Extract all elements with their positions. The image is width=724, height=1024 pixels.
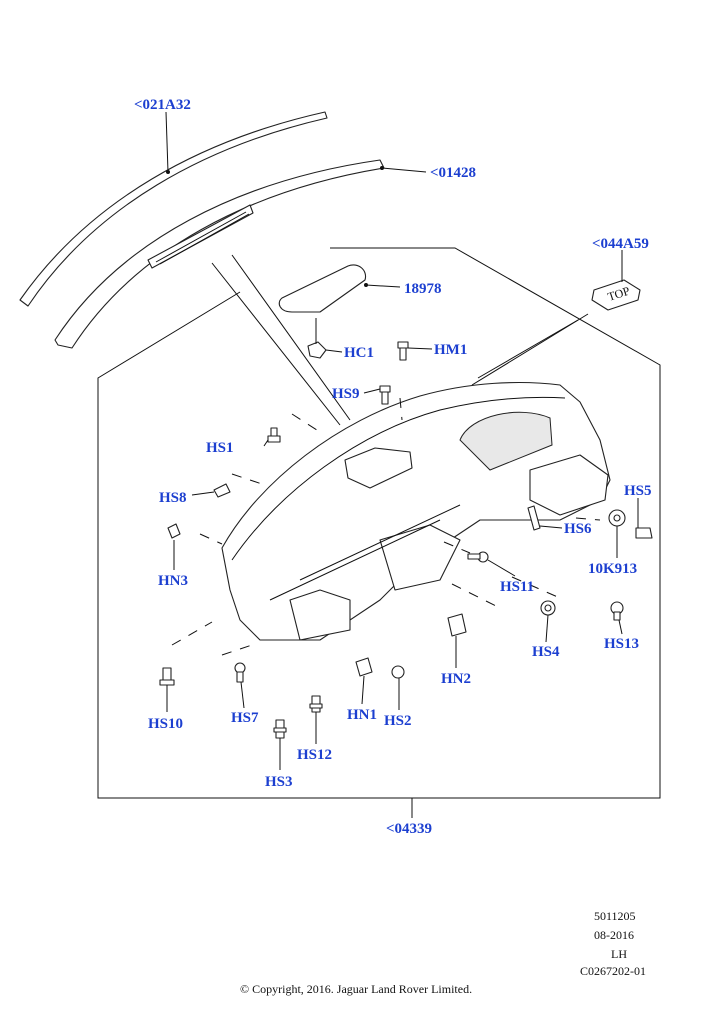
- leader-line: [407, 347, 433, 350]
- clip-hc1[interactable]: [307, 341, 327, 359]
- bolt-hs7[interactable]: [234, 662, 246, 683]
- leader-line: [545, 614, 549, 643]
- bolt-hs13[interactable]: [610, 601, 624, 621]
- assembly-dash-line: [443, 541, 471, 554]
- top-tag-text: TOP: [606, 284, 632, 304]
- callout-04339[interactable]: <04339: [386, 821, 432, 837]
- copyright-text: © Copyright, 2016. Jaguar Land Rover Lim…: [240, 982, 472, 996]
- callout-021A32[interactable]: <021A32: [134, 97, 191, 113]
- leader-dot: [380, 166, 384, 170]
- leader-dot: [166, 170, 170, 174]
- callout-hs7[interactable]: HS7: [231, 710, 259, 726]
- assembly-dash-line: [451, 583, 501, 609]
- defroster-vent-panel[interactable]: [54, 159, 385, 349]
- leader-line: [487, 559, 516, 577]
- ref-line-4: C0267202-01: [580, 964, 646, 978]
- bolt-hs10[interactable]: [159, 667, 175, 686]
- callout-hs12[interactable]: HS12: [297, 747, 332, 763]
- bolt-hs12[interactable]: [309, 695, 323, 713]
- leader-line: [263, 439, 269, 447]
- sensor-cover-top[interactable]: TOP: [591, 279, 641, 311]
- nut-hn2[interactable]: [447, 613, 467, 637]
- bolt-hs1[interactable]: [267, 427, 281, 443]
- callout-hs10[interactable]: HS10: [148, 716, 183, 732]
- assembly-dash-line: [511, 576, 561, 599]
- ref-line-2: 08-2016: [594, 928, 634, 942]
- leader-line: [240, 681, 245, 709]
- bracket-hn1[interactable]: [355, 657, 373, 677]
- callout-hs1[interactable]: HS1: [206, 440, 234, 456]
- frame-perspective-line: [477, 319, 579, 379]
- screw-hs9[interactable]: [379, 385, 391, 405]
- assembly-dash-line: [221, 644, 253, 656]
- callout-hn2[interactable]: HN2: [441, 671, 471, 687]
- assembly-dash-line: [575, 517, 601, 521]
- leader-dot: [364, 283, 368, 287]
- leader-line: [361, 675, 365, 705]
- callout-hc1[interactable]: HC1: [344, 345, 374, 361]
- screw-hs11[interactable]: [467, 551, 489, 563]
- callout-hn3[interactable]: HN3: [158, 573, 188, 589]
- windscreen-trim-strip[interactable]: [19, 111, 328, 307]
- assembly-dash-line: [171, 621, 213, 646]
- leader-line: [539, 525, 563, 529]
- assembly-dash-line: [199, 533, 223, 545]
- callout-hs6[interactable]: HS6: [564, 521, 592, 537]
- callout-hm1[interactable]: HM1: [434, 342, 467, 358]
- leader-line: [381, 167, 427, 173]
- callout-hs2[interactable]: HS2: [384, 713, 412, 729]
- leader-line: [618, 619, 623, 635]
- ref-line-1: 5011205: [594, 909, 636, 923]
- ref-line-3: LH: [611, 947, 627, 961]
- screw-hm1[interactable]: [397, 341, 409, 361]
- callout-hn1[interactable]: HN1: [347, 707, 377, 723]
- vent-cover-panel[interactable]: [278, 264, 367, 313]
- assembly-dash-line: [291, 413, 321, 433]
- pin-hs6[interactable]: [527, 505, 541, 531]
- callout-044A59[interactable]: <044A59: [592, 236, 649, 252]
- pin-hs8[interactable]: [213, 483, 231, 498]
- grommet-10k913[interactable]: [608, 509, 626, 527]
- callout-hs4[interactable]: HS4: [532, 644, 560, 660]
- callout-hs5[interactable]: HS5: [624, 483, 652, 499]
- callout-18978[interactable]: 18978: [404, 281, 442, 297]
- callout-01428[interactable]: <01428: [430, 165, 476, 181]
- bolt-hs4[interactable]: [540, 600, 556, 616]
- callout-hs8[interactable]: HS8: [159, 490, 187, 506]
- callout-hs9[interactable]: HS9: [332, 386, 360, 402]
- assembly-dash-line: [399, 397, 403, 421]
- assembly-dash-line: [231, 473, 263, 485]
- bolt-hs3[interactable]: [273, 719, 287, 739]
- leader-line: [363, 388, 381, 394]
- callout-hs11[interactable]: HS11: [500, 579, 534, 595]
- leader-line: [165, 111, 169, 173]
- bolt-hs2[interactable]: [391, 665, 405, 679]
- frame-perspective-line: [211, 262, 341, 426]
- clip-hn3[interactable]: [167, 523, 181, 539]
- leader-line: [325, 349, 343, 353]
- callout-hs13[interactable]: HS13: [604, 636, 639, 652]
- callout-hs3[interactable]: HS3: [265, 774, 293, 790]
- callout-10k913[interactable]: 10K913: [588, 561, 637, 577]
- assembly-frame: [97, 247, 661, 799]
- leader-line: [365, 284, 401, 288]
- leader-line: [191, 491, 215, 496]
- frame-perspective-line: [231, 254, 351, 421]
- screw-hs5[interactable]: [635, 527, 653, 539]
- instrument-panel-assembly[interactable]: [221, 381, 611, 641]
